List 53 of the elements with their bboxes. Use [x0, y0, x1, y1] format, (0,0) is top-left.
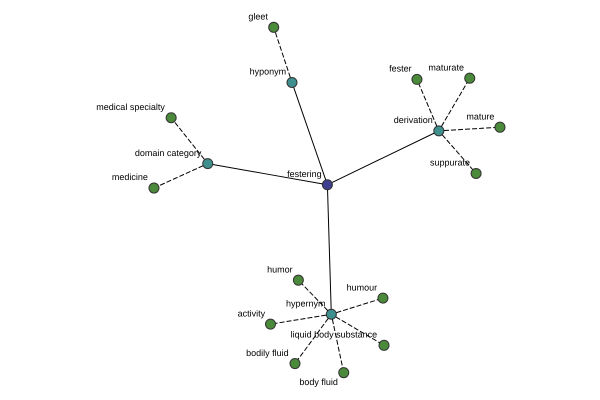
connector: [174, 121, 205, 160]
node-circle: [377, 292, 388, 304]
node-circle: [494, 122, 506, 133]
node-circle: [202, 158, 214, 170]
connector: [158, 165, 204, 186]
node-circle: [268, 22, 280, 33]
connector: [275, 314, 327, 324]
node-circle: [148, 182, 160, 194]
node-circle: [289, 358, 300, 370]
node-circle: [264, 318, 276, 330]
connector: [335, 316, 380, 344]
node-label: maturate: [428, 62, 464, 72]
node-label: body fluid: [299, 376, 338, 387]
node-label: activity: [238, 308, 266, 318]
connector: [332, 318, 344, 368]
connector: [418, 84, 438, 127]
node-label: hyponym: [250, 66, 286, 77]
connector: [302, 284, 328, 312]
node-label: medical specialty: [96, 102, 165, 112]
node-label: humor: [267, 264, 293, 274]
connector: [212, 164, 323, 184]
node-circle: [433, 125, 444, 136]
node-label: fester: [389, 64, 412, 74]
node-label: suppurate: [430, 158, 470, 168]
connector: [440, 82, 468, 127]
node-circle: [464, 72, 476, 84]
node-circle: [322, 179, 333, 190]
node-label: hypernym: [286, 298, 326, 308]
connector: [293, 87, 326, 180]
node-label: humour: [346, 282, 378, 292]
node-label: medicine: [112, 172, 148, 182]
node-circle: [292, 274, 304, 286]
node-circle: [166, 112, 177, 124]
connector: [444, 127, 496, 132]
node-circle: [338, 367, 350, 378]
node-circle: [286, 76, 298, 88]
node-label: gleet: [248, 12, 268, 22]
node-label: derivation: [394, 115, 433, 126]
node-circle: [470, 168, 482, 179]
connector: [327, 190, 332, 310]
connector: [298, 318, 329, 360]
connector: [336, 299, 379, 314]
node-circle: [378, 340, 390, 351]
connector: [442, 134, 474, 170]
node-label: bodily fluid: [246, 348, 289, 358]
node-label: festering: [287, 168, 322, 179]
node-circle: [326, 308, 337, 320]
node-label: liquid body substance: [290, 330, 378, 340]
node-circle: [411, 74, 422, 85]
node-label: mature: [466, 111, 494, 122]
connector: [274, 32, 291, 78]
connector: [332, 132, 435, 183]
node-label: domain category: [134, 148, 202, 158]
